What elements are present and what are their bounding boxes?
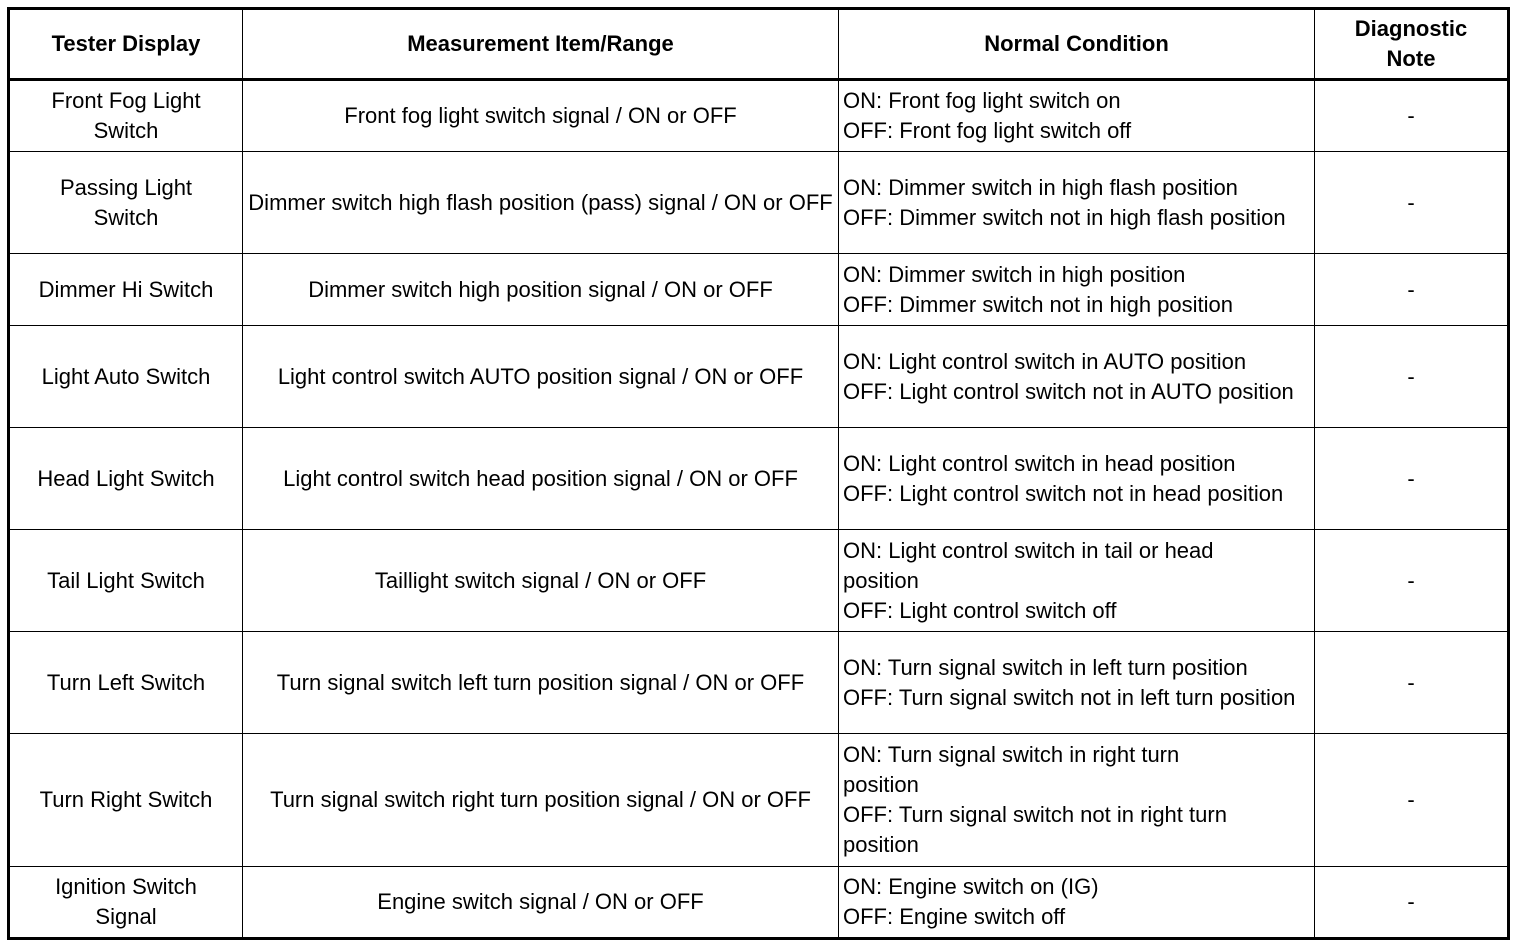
normal-condition-cell: ON: Light control switch in AUTO positio… [838,325,1315,428]
tester-display-cell: Dimmer Hi Switch [8,253,243,326]
normal-off-text: OFF: Engine switch off [843,904,1066,929]
diagnostic-note-cell: - [1314,631,1509,734]
normal-off-text: OFF: Dimmer switch not in high position [843,291,1234,317]
normal-condition-cell: ON: Turn signal switch in left turn posi… [838,631,1315,734]
table-row: Dimmer Hi Switch Dimmer switch high posi… [8,253,1509,326]
diagnostic-note-cell: - [1314,253,1509,326]
normal-on-text: ON: Engine switch on (IG) [843,874,1099,899]
normal-on-text: ON: Dimmer switch in high flash position [843,174,1238,200]
normal-condition-cell: ON: Front fog light switch on OFF: Front… [838,79,1315,152]
normal-on-text: ON: Light control switch in AUTO positio… [843,348,1247,374]
normal-on-text: ON: Light control switch in tail or head… [843,537,1214,593]
diagnostic-note-cell: - [1314,866,1509,939]
normal-off-text: OFF: Light control switch off [843,597,1117,623]
table-row: Light Auto Switch Light control switch A… [8,325,1509,428]
measurement-cell: Turn signal switch left turn position si… [242,631,839,734]
header-row: Tester Display Measurement Item/Range No… [8,8,1509,81]
tester-display-cell: Ignition Switch Signal [8,866,243,939]
tester-display-cell: Light Auto Switch [8,325,243,428]
table-row: Turn Right Switch Turn signal switch rig… [8,733,1509,867]
table-row: Ignition Switch Signal Engine switch sig… [8,866,1509,939]
normal-on-text: ON: Light control switch in head positio… [843,450,1236,476]
measurement-cell: Engine switch signal / ON or OFF [242,866,839,939]
tester-display-cell: Passing Light Switch [8,151,243,254]
normal-off-text: OFF: Front fog light switch off [843,118,1132,143]
measurement-cell: Front fog light switch signal / ON or OF… [242,79,839,152]
measurement-cell: Light control switch head position signa… [242,427,839,530]
normal-condition-cell: ON: Light control switch in head positio… [838,427,1315,530]
diagnostic-note-cell: - [1314,529,1509,632]
measurement-cell: Taillight switch signal / ON or OFF [242,529,839,632]
table-header: Tester Display Measurement Item/Range No… [8,8,1509,81]
table-row: Head Light Switch Light control switch h… [8,427,1509,530]
measurement-cell: Dimmer switch high flash position (pass)… [242,151,839,254]
measurement-cell: Dimmer switch high position signal / ON … [242,253,839,326]
tester-display-cell: Turn Left Switch [8,631,243,734]
diagnostic-note-cell: - [1314,79,1509,152]
table-row: Turn Left Switch Turn signal switch left… [8,631,1509,734]
diagnostic-note-cell: - [1314,151,1509,254]
normal-condition-cell: ON: Engine switch on (IG) OFF: Engine sw… [838,866,1315,939]
header-measurement: Measurement Item/Range [242,8,839,81]
normal-condition-cell: ON: Dimmer switch in high position OFF: … [838,253,1315,326]
normal-condition-cell: ON: Dimmer switch in high flash position… [838,151,1315,254]
normal-off-text: OFF: Dimmer switch not in high flash pos… [843,204,1286,230]
normal-on-text: ON: Turn signal switch in left turn posi… [843,654,1248,680]
diagnostic-note-cell: - [1314,325,1509,428]
measurement-cell: Turn signal switch right turn position s… [242,733,839,867]
normal-off-text: OFF: Light control switch not in head po… [843,480,1284,506]
normal-off-text: OFF: Turn signal switch not in right tur… [843,802,1227,857]
table-row: Passing Light Switch Dimmer switch high … [8,151,1509,254]
normal-on-text: ON: Front fog light switch on [843,88,1121,113]
normal-condition-cell: ON: Light control switch in tail or head… [838,529,1315,632]
tester-display-cell: Tail Light Switch [8,529,243,632]
diagnostic-note-cell: - [1314,733,1509,867]
header-diagnostic-note: Diagnostic Note [1314,8,1509,81]
table-row: Front Fog Light Switch Front fog light s… [8,79,1509,152]
tester-display-cell: Front Fog Light Switch [8,79,243,152]
normal-on-text: ON: Dimmer switch in high position [843,261,1186,287]
table-row: Tail Light Switch Taillight switch signa… [8,529,1509,632]
tester-display-cell: Turn Right Switch [8,733,243,867]
header-normal-condition: Normal Condition [838,8,1315,81]
tester-display-cell: Head Light Switch [8,427,243,530]
diagnostic-note-cell: - [1314,427,1509,530]
normal-off-text: OFF: Turn signal switch not in left turn… [843,684,1296,710]
header-tester-display: Tester Display [8,8,243,81]
table-body: Front Fog Light Switch Front fog light s… [8,79,1509,939]
normal-on-text: ON: Turn signal switch in right turn pos… [843,742,1180,797]
data-list-table: Tester Display Measurement Item/Range No… [7,7,1510,940]
normal-condition-cell: ON: Turn signal switch in right turn pos… [838,733,1315,867]
normal-off-text: OFF: Light control switch not in AUTO po… [843,378,1294,404]
measurement-cell: Light control switch AUTO position signa… [242,325,839,428]
